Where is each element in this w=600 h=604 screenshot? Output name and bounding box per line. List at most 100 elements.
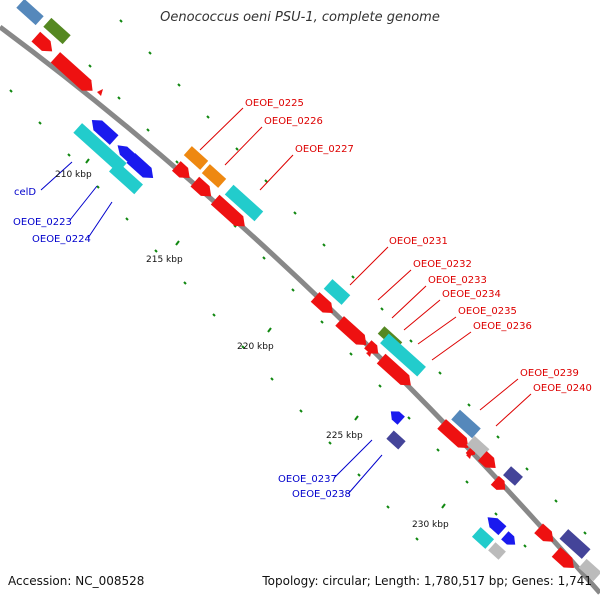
gene-label-oeoe-0234[interactable]: OEOE_0234 — [442, 289, 501, 300]
gene-block-b[interactable] — [43, 17, 71, 45]
gene-red-0231[interactable] — [310, 292, 338, 318]
minor-tick — [523, 544, 527, 548]
major-tick — [354, 415, 359, 421]
gene-label-celd[interactable]: celD — [14, 187, 36, 198]
leader-line — [391, 285, 427, 319]
minor-tick — [291, 288, 295, 292]
gene-labels: OEOE_0225 OEOE_0226 OEOE_0227 celD OEOE_… — [13, 98, 592, 500]
gene-cyan-0231[interactable] — [323, 279, 351, 305]
minor-tick — [125, 217, 129, 221]
minor-tick — [351, 275, 355, 279]
gene-cyan-0235[interactable] — [380, 333, 426, 377]
gene-orange-0225[interactable] — [183, 146, 209, 170]
leader-line — [40, 161, 73, 191]
gene-label-oeoe-0236[interactable]: OEOE_0236 — [473, 321, 532, 332]
gene-cyan-2[interactable] — [471, 527, 495, 549]
gene-label-oeoe-0240[interactable]: OEOE_0240 — [533, 383, 592, 394]
leader-line — [224, 126, 263, 166]
map-title: Oenococcus oeni PSU-1, complete genome — [160, 10, 440, 25]
topology-text: Topology: circular; Length: 1,780,517 bp… — [262, 574, 592, 588]
gene-block-a[interactable] — [16, 0, 44, 26]
minor-tick — [262, 256, 266, 260]
tick-label-210: 210 kbp — [55, 170, 92, 180]
minor-tick — [378, 384, 382, 388]
gene-blue-0221[interactable] — [88, 115, 119, 145]
gene-label-oeoe-0233[interactable]: OEOE_0233 — [428, 275, 487, 286]
minor-tick — [293, 211, 297, 215]
minor-tick — [436, 448, 440, 452]
leader-line — [479, 378, 519, 411]
gene-gray-1[interactable] — [466, 435, 490, 459]
gene-cyan-0223[interactable] — [73, 123, 127, 173]
minor-tick — [554, 499, 558, 503]
gene-blue-0222[interactable] — [126, 153, 158, 183]
minor-tick — [496, 435, 500, 439]
gene-red-0225[interactable] — [171, 161, 194, 183]
gene-red-0245[interactable] — [551, 547, 579, 573]
gene-red-0227[interactable] — [210, 194, 249, 231]
gene-label-oeoe-0226[interactable]: OEOE_0226 — [264, 116, 323, 127]
gene-block-d[interactable] — [50, 52, 98, 96]
gene-cyan-0227[interactable] — [224, 184, 264, 222]
gene-label-oeoe-0223[interactable]: OEOE_0223 — [13, 217, 72, 228]
minor-tick — [525, 467, 529, 471]
tick-label-230: 230 kbp — [412, 520, 449, 530]
gene-label-oeoe-0239[interactable]: OEOE_0239 — [520, 368, 579, 379]
minor-tick — [299, 409, 303, 413]
minor-tick — [409, 339, 413, 343]
leader-line — [259, 154, 294, 191]
minor-tick — [264, 179, 268, 183]
major-tick — [85, 158, 90, 164]
gene-label-oeoe-0231[interactable]: OEOE_0231 — [389, 236, 448, 247]
major-tick — [175, 240, 180, 246]
major-tick — [441, 503, 446, 509]
gene-red-small-0[interactable] — [97, 89, 103, 96]
gene-red-0241[interactable] — [477, 451, 500, 473]
gene-red-0244[interactable] — [534, 523, 558, 546]
leader-line — [377, 269, 412, 301]
gene-blue-0237[interactable] — [387, 407, 405, 425]
minor-tick — [407, 416, 411, 420]
minor-tick — [494, 512, 498, 516]
gene-cyan-0224[interactable] — [109, 161, 143, 195]
gene-red-0236[interactable] — [376, 353, 415, 390]
minor-tick — [117, 96, 121, 100]
leader-line — [495, 393, 532, 427]
minor-tick — [148, 51, 152, 55]
gene-blue-2[interactable] — [484, 513, 507, 536]
gene-gray-2[interactable] — [488, 542, 506, 560]
gene-features — [16, 0, 600, 582]
gene-navy-0238[interactable] — [386, 430, 406, 450]
minor-tick — [349, 352, 353, 356]
gene-gray-3[interactable] — [578, 558, 600, 582]
gene-red-0233[interactable] — [364, 340, 382, 358]
gene-red-0242[interactable] — [490, 475, 509, 494]
gene-red-small-1[interactable] — [366, 350, 372, 357]
gene-label-oeoe-0235[interactable]: OEOE_0235 — [458, 306, 517, 317]
leader-line — [349, 246, 389, 286]
gene-red-0226[interactable] — [190, 176, 215, 201]
gene-label-oeoe-0237[interactable]: OEOE_0237 — [278, 474, 337, 485]
minor-tick — [88, 64, 92, 68]
gene-label-oeoe-0238[interactable]: OEOE_0238 — [292, 489, 351, 500]
gene-red-0232[interactable] — [335, 316, 370, 350]
gene-blue-3[interactable] — [501, 531, 519, 549]
gene-label-oeoe-0232[interactable]: OEOE_0232 — [413, 259, 472, 270]
gene-navy-1[interactable] — [503, 466, 523, 486]
gene-navy-2[interactable] — [559, 529, 591, 559]
leader-line — [333, 439, 373, 479]
gene-label-oeoe-0224[interactable]: OEOE_0224 — [32, 234, 91, 245]
gene-orange-0226[interactable] — [201, 164, 227, 188]
genome-backbone — [0, 24, 600, 595]
minor-tick — [38, 121, 42, 125]
gene-block-c[interactable] — [31, 31, 56, 56]
gene-label-oeoe-0225[interactable]: OEOE_0225 — [245, 98, 304, 109]
minor-tick — [583, 531, 587, 535]
gene-red-small-2[interactable] — [466, 452, 472, 459]
minor-tick — [206, 115, 210, 119]
gene-steel-0239[interactable] — [451, 409, 481, 439]
minor-tick — [380, 307, 384, 311]
gene-label-oeoe-0227[interactable]: OEOE_0227 — [295, 144, 354, 155]
gene-red-0239[interactable] — [437, 419, 472, 453]
